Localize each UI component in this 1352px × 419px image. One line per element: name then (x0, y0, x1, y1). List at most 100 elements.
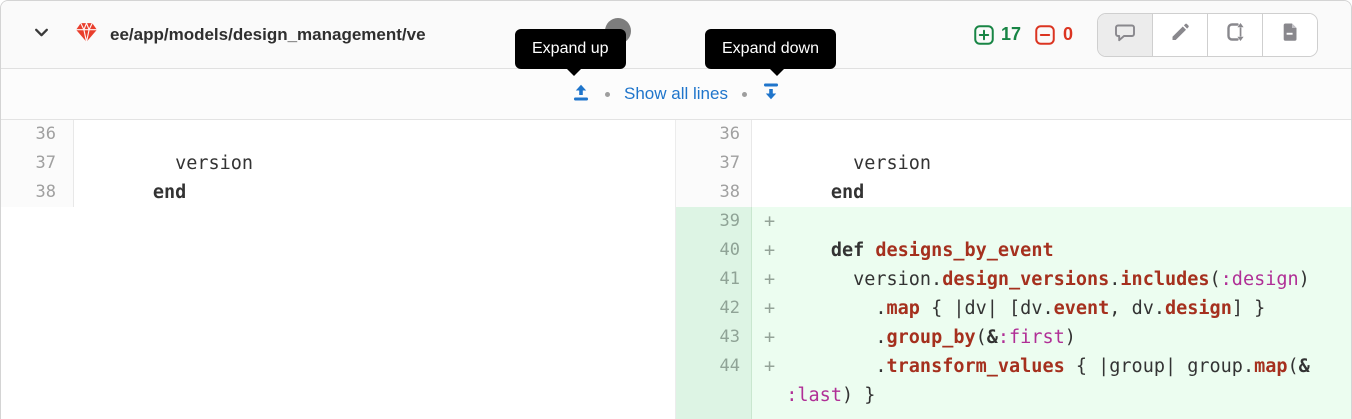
diff-line: 37 version (1, 149, 675, 178)
expand-lines-bar: Show all lines (1, 69, 1351, 120)
tooltip-expand-up: Expand up (515, 29, 626, 76)
file-action-buttons (1097, 12, 1318, 57)
code-token: map (1254, 356, 1288, 377)
line-number[interactable]: 36 (676, 120, 752, 149)
code-line (752, 120, 1351, 149)
code-token: version (108, 153, 254, 174)
line-number[interactable]: 42 (676, 294, 752, 323)
diff-line: 41+ version.design_versions.includes(:de… (676, 265, 1351, 294)
diff-prefix: + (764, 269, 776, 290)
diff-line: 38 end (1, 178, 675, 207)
code-token: ) } (841, 385, 876, 406)
line-number[interactable]: 39 (676, 207, 752, 236)
pencil-icon (1169, 21, 1191, 48)
diff-line: 39 + (676, 207, 1351, 236)
diff-line: 37 version (676, 149, 1351, 178)
line-number[interactable]: 37 (676, 149, 752, 178)
code-token: ] } (1231, 298, 1266, 319)
tooltip-caret (566, 68, 582, 76)
code-token: map (886, 298, 920, 319)
view-file-button[interactable] (1262, 13, 1317, 56)
edit-file-button[interactable] (1152, 13, 1207, 56)
code-line: end (74, 178, 675, 207)
code-line: + .map { |dv| [dv.event, dv.design] } (752, 294, 1351, 323)
diff-prefix (764, 410, 786, 419)
diff-line: 36 (1, 120, 675, 149)
diff-line: 42+ .map { |dv| [dv.event, dv.design] } (676, 294, 1351, 323)
code-token: end (152, 182, 187, 203)
code-token: def (830, 240, 865, 261)
deletions-icon (1035, 24, 1055, 45)
toggle-comments-button[interactable] (1098, 13, 1152, 56)
code-token: ) (1064, 327, 1076, 348)
code-token: ( (1287, 356, 1299, 377)
diff-prefix: + (764, 240, 776, 261)
comment-icon (1114, 21, 1136, 48)
code-line: end (752, 178, 1351, 207)
code-line (74, 120, 675, 149)
compare-versions-button[interactable] (1207, 13, 1262, 56)
code-token: . (1109, 269, 1121, 290)
file-header: ee/app/models/design_management/ve 17 0 (1, 1, 1351, 69)
diff-prefix (764, 178, 786, 207)
code-token: end (830, 182, 865, 203)
separator-dot (605, 91, 611, 97)
diff-prefix: + (764, 327, 776, 348)
code-token: . (786, 327, 887, 348)
code-token: ( (975, 327, 987, 348)
tooltip-expand-down-label: Expand down (722, 40, 819, 57)
code-line: version (752, 149, 1351, 178)
code-token: & (1298, 356, 1310, 377)
code-token: { |group| group. (1064, 356, 1255, 377)
separator-dot (741, 91, 747, 97)
expand-up-button[interactable] (571, 84, 591, 104)
code-token: includes (1120, 269, 1210, 290)
code-token: transform_values (886, 356, 1065, 377)
gem-icon (74, 21, 99, 49)
code-token: design_versions (942, 269, 1110, 290)
code-line: + .transform_values { |group| group.map(… (752, 352, 1351, 410)
line-number[interactable]: 37 (1, 149, 74, 178)
line-number[interactable]: 36 (1, 120, 74, 149)
collapse-file-button[interactable] (30, 24, 52, 46)
line-number[interactable]: 41 (676, 265, 752, 294)
compare-versions-icon (1224, 21, 1246, 48)
expand-down-button[interactable] (761, 83, 781, 104)
file-path: ee/app/models/design_management/ve (110, 24, 426, 44)
show-all-lines-link[interactable]: Show all lines (624, 84, 728, 103)
tooltip-expand-down: Expand down (705, 29, 836, 76)
line-number[interactable]: 40 (676, 236, 752, 265)
code-token: designs_by_event (875, 240, 1054, 261)
code-line (752, 410, 1351, 419)
diff-prefix (86, 120, 108, 149)
line-number[interactable]: 43 (676, 323, 752, 352)
tooltip-caret (769, 68, 785, 76)
code-token: ( (1209, 269, 1221, 290)
chevron-down-icon (33, 24, 50, 46)
code-token: ) (1298, 269, 1310, 290)
diff-prefix (764, 149, 786, 178)
code-token (786, 182, 831, 203)
code-token: event (1053, 298, 1110, 319)
diff-prefix: + (764, 211, 776, 232)
line-number[interactable]: 44 (676, 352, 752, 410)
line-number[interactable] (676, 410, 752, 419)
code-token: . (786, 298, 887, 319)
diff-line: 43+ .group_by(&:first) (676, 323, 1351, 352)
code-line: + .group_by(&:first) (752, 323, 1351, 352)
code-token: & (986, 327, 998, 348)
code-line: + (752, 207, 1351, 236)
line-number[interactable]: 38 (676, 178, 752, 207)
additions-count: 17 (1000, 24, 1021, 44)
code-line: + def designs_by_event (752, 236, 1351, 265)
code-token: :first (997, 327, 1065, 348)
code-token (108, 182, 153, 203)
additions-icon (974, 24, 994, 45)
diff-line: 36 (676, 120, 1351, 149)
diff-prefix: + (764, 356, 776, 377)
line-number[interactable]: 38 (1, 178, 74, 207)
code-token: :last (786, 385, 842, 406)
